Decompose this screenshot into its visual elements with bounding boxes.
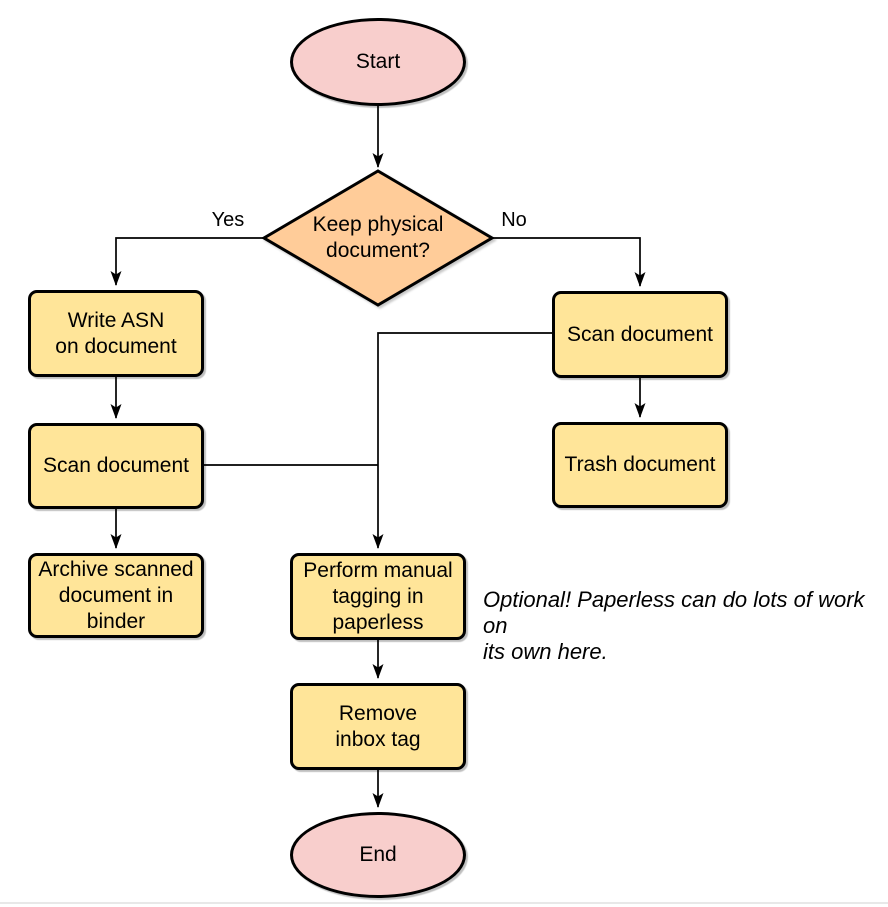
node-end: End <box>290 812 466 898</box>
edge-scan-right-to-tagging <box>372 332 552 549</box>
node-write-asn-label: Write ASN on document <box>55 308 177 358</box>
edge-label-yes: Yes <box>211 209 245 231</box>
node-decision: Keep physical document? <box>264 171 492 305</box>
node-remove-inbox-tag: Remove inbox tag <box>290 683 466 770</box>
bottom-divider <box>0 902 888 904</box>
node-start-label: Start <box>355 50 401 73</box>
node-scan-document-left-label: Scan document <box>43 454 189 477</box>
node-write-asn: Write ASN on document <box>28 290 204 377</box>
node-trash-document: Trash document <box>552 422 728 508</box>
node-manual-tagging-label: Perform manual tagging in paperless <box>303 558 453 634</box>
node-archive-binder: Archive scanned document in binder <box>28 553 204 638</box>
node-archive-binder-label: Archive scanned document in binder <box>38 557 194 633</box>
node-scan-document-left: Scan document <box>28 423 204 509</box>
node-remove-inbox-tag-label: Remove inbox tag <box>335 701 421 751</box>
node-manual-tagging: Perform manual tagging in paperless <box>290 553 466 640</box>
edge-decision-no-to-scan-right <box>492 237 646 287</box>
node-start: Start <box>290 18 466 106</box>
edge-decision-yes-to-write-asn <box>110 237 264 286</box>
edge-label-no: No <box>501 209 527 231</box>
optional-note: Optional! Paperless can do lots of work … <box>483 587 865 664</box>
node-scan-document-right: Scan document <box>552 291 728 378</box>
node-scan-document-right-label: Scan document <box>567 322 713 346</box>
decision-diamond <box>261 169 495 307</box>
node-trash-document-label: Trash document <box>564 453 716 476</box>
node-end-label: End <box>359 843 397 866</box>
node-decision-label: Keep physical document? <box>312 213 444 262</box>
